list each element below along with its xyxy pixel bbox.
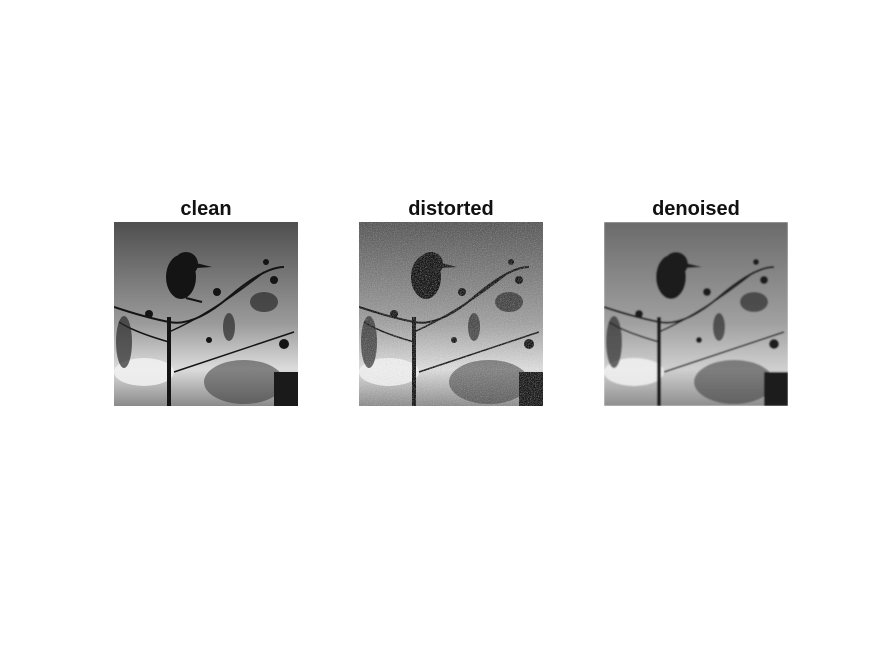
denoised-image	[604, 222, 788, 406]
panel-denoised: denoised	[604, 196, 788, 406]
tree-silhouette	[114, 266, 295, 406]
panel-clean: clean	[114, 196, 298, 406]
panel-distorted: distorted	[359, 196, 543, 406]
distorted-image	[359, 222, 543, 406]
clean-image	[114, 222, 298, 406]
panel-title-clean: clean	[180, 198, 232, 220]
bird-silhouette	[166, 252, 212, 303]
panel-title-distorted: distorted	[408, 198, 494, 220]
panel-title-denoised: denoised	[652, 198, 740, 220]
